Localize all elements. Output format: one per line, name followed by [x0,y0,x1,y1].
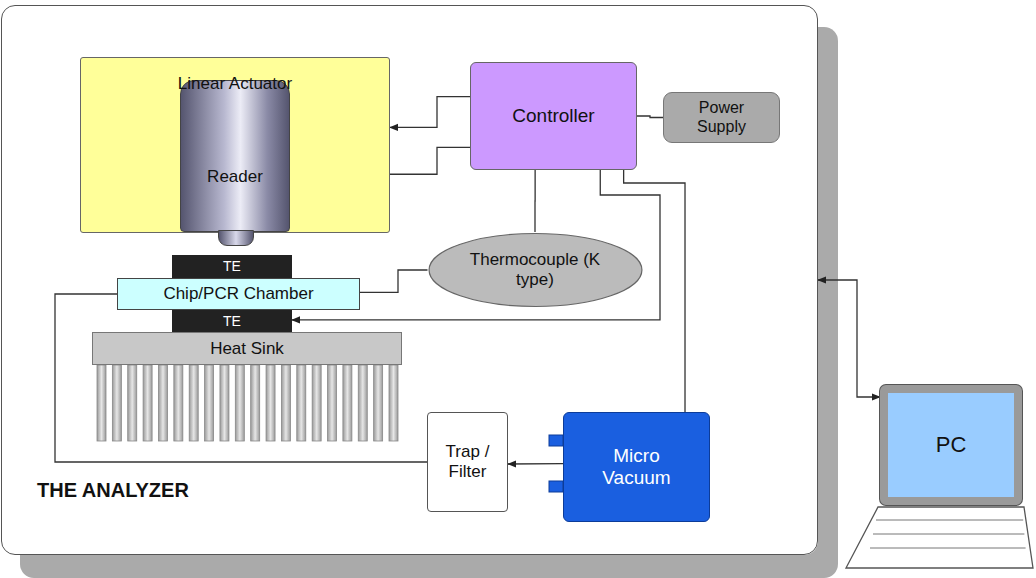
trap-filter-box: Trap / Filter [427,412,508,512]
reader-cylinder: Reader [180,80,290,232]
thermoelectric-element: TE [172,310,292,332]
linear-actuator-box: Reader Linear Actuator [80,57,390,233]
thermocouple-ellipse: Thermocouple (K type) [428,232,643,308]
micro-vacuum-box: Micro Vacuum [563,412,710,522]
housing-ground [1,5,818,555]
node-label: PC [936,432,967,457]
node-label: Reader [207,167,263,187]
pc-screen: PC [880,385,1022,505]
node-label: Chip/PCR Chamber [163,284,313,304]
vacuum-port [549,435,563,446]
reader-lens [218,230,254,246]
connector [55,294,427,462]
node-label: Controller [512,105,594,127]
heat-sink: Heat Sink [92,332,402,365]
node-label: Trap / Filter [437,442,499,481]
heat-sink-fins [97,365,398,441]
keyboard-keys [870,520,1026,548]
node-label: Power Supply [683,99,761,136]
power-supply-box: Power Supply [663,92,780,143]
thermoelectric-element: TE [172,255,292,278]
connector [390,97,470,128]
node-label: Linear Actuator [178,74,292,94]
connector [360,270,428,292]
connector [508,463,563,465]
node-label: TE [223,258,241,274]
connector [818,280,880,397]
vacuum-port [549,481,563,492]
node-label: THE ANALYZER [37,479,189,502]
node-label: Thermocouple (K type) [465,250,605,289]
controller-box: Controller [470,62,637,170]
node-label: Micro Vacuum [592,445,682,489]
connector [637,116,663,118]
chip-pcr-chamber: Chip/PCR Chamber [117,278,360,310]
laptop-keyboard [846,507,1033,568]
connector [624,170,685,412]
node-label: TE [223,313,241,329]
analyzer-housing: Reader Linear ActuatorController Power Sup… [1,5,818,555]
connector [534,170,535,232]
node-label: Heat Sink [210,339,284,359]
